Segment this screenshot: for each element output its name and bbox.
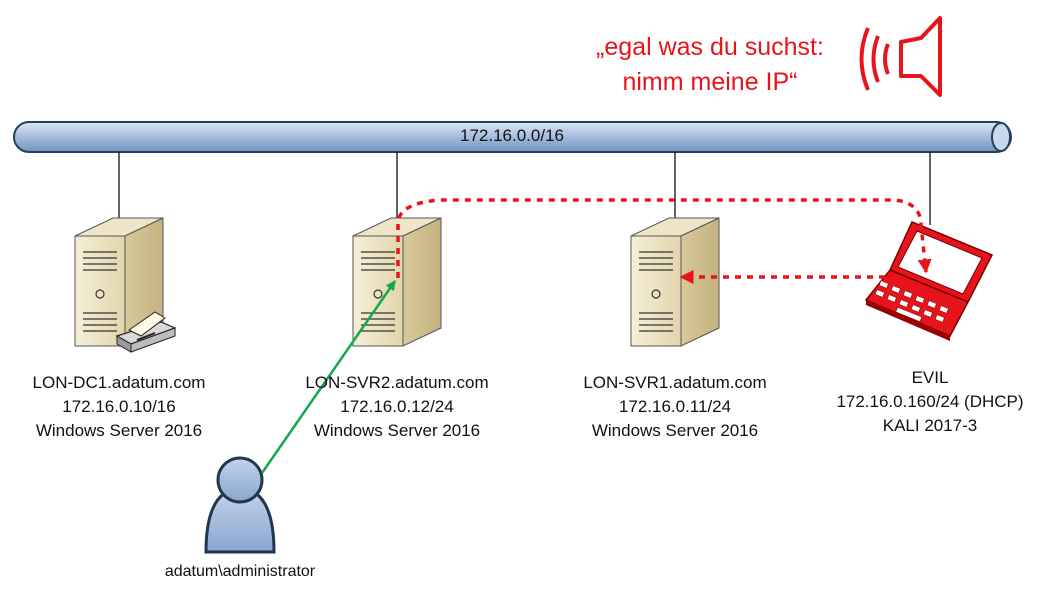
host-ip: 172.16.0.10/16 — [62, 397, 176, 416]
drop-lines — [118, 152, 931, 225]
node-label-svr1: LON-SVR1.adatum.com 172.16.0.11/24 Windo… — [570, 371, 780, 443]
admin-login-arrow — [260, 280, 397, 474]
node-label-evil: EVIL 172.16.0.160/24 (DHCP) KALI 2017-3 — [815, 366, 1043, 438]
host-name: LON-SVR1.adatum.com — [583, 373, 767, 392]
host-name: LON-DC1.adatum.com — [32, 373, 206, 392]
node-label-dc1: LON-DC1.adatum.com 172.16.0.10/16 Window… — [14, 371, 224, 443]
server-icon — [630, 217, 720, 347]
spoof-path-to-evil — [396, 198, 932, 278]
host-ip: 172.16.0.160/24 (DHCP) — [836, 392, 1024, 411]
host-os: KALI 2017-3 — [882, 416, 978, 435]
host-ip: 172.16.0.11/24 — [618, 397, 732, 416]
host-name: EVIL — [911, 368, 949, 387]
node-label-svr2: LON-SVR2.adatum.com 172.16.0.12/24 Windo… — [292, 371, 502, 443]
host-name: LON-SVR2.adatum.com — [305, 373, 489, 392]
speaker-icon — [859, 16, 942, 97]
laptop-icon — [864, 221, 994, 341]
attacker-speech: „egal was du suchst: nimm meine IP“ — [560, 30, 860, 100]
host-os: Windows Server 2016 — [591, 421, 759, 440]
host-ip: 172.16.0.12/24 — [340, 397, 454, 416]
user-label: adatum\administrator — [164, 563, 316, 580]
printer-icon — [115, 311, 177, 353]
network-bus — [13, 121, 1012, 153]
speech-line-1: „egal was du suchst: — [596, 33, 824, 61]
host-os: Windows Server 2016 — [313, 421, 481, 440]
server-with-printer-icon — [74, 217, 177, 353]
host-os: Windows Server 2016 — [35, 421, 203, 440]
user-icon — [204, 456, 276, 554]
speech-line-2: nimm meine IP“ — [622, 68, 798, 96]
network-label: 172.16.0.0/16 — [460, 126, 564, 145]
